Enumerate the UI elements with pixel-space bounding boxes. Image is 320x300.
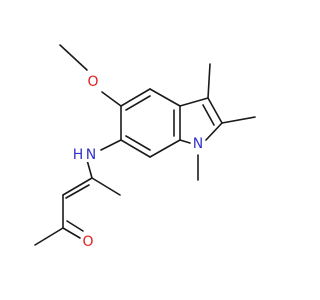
bond-c3-c2: [207, 97, 223, 124]
ketone-oxygen-bg: [81, 232, 95, 249]
molecule-svg: O N H N O: [34, 44, 256, 250]
bonds: [34, 44, 256, 246]
amine-hydrogen-label: H: [73, 147, 84, 163]
bond-ccarbonyl-methyl: [34, 227, 64, 246]
bond-c4-c3a: [149, 88, 181, 107]
bond-methyl-o: [59, 44, 88, 71]
bond-cbeta-calpha-inner: [65, 184, 90, 199]
bond-c3-methyl: [207, 63, 211, 99]
bond-o-c5: [101, 91, 122, 107]
amine-nitrogen-bg: [84, 146, 98, 162]
bond-carbonyl-o-inner: [66, 220, 84, 232]
bond-c2-methyl: [221, 116, 256, 124]
bond-c2-n1: [205, 122, 223, 141]
bond-c7-c6: [120, 139, 151, 158]
methoxy-oxygen-label: O: [87, 74, 98, 90]
bond-cbeta-calpha: [62, 177, 93, 196]
ketone-oxygen-label: O: [82, 234, 93, 250]
amine-nitrogen-label: N: [86, 147, 96, 163]
indole-nitrogen-label: N: [193, 136, 203, 152]
bond-n1-c7a: [179, 139, 191, 144]
bond-carbonyl-o: [62, 227, 81, 239]
bond-nh-cbeta: [86, 159, 93, 179]
bond-c7a-c7: [149, 139, 181, 158]
methoxy-oxygen-bg: [86, 72, 100, 89]
indole-nitrogen-bg: [191, 134, 205, 151]
bond-c7-c6-inner: [125, 135, 151, 151]
bond-cbeta-methyl: [91, 177, 121, 196]
bond-c5-c4: [120, 88, 151, 107]
atom-labels: O N H N O: [73, 72, 205, 250]
bond-c3a-c3: [179, 97, 209, 107]
structure-diagram: O N H N O: [34, 44, 256, 250]
bond-c3-c2-inner: [202, 104, 215, 126]
bond-c6-nh: [100, 139, 122, 151]
bond-c5-c4-inner: [125, 95, 151, 111]
